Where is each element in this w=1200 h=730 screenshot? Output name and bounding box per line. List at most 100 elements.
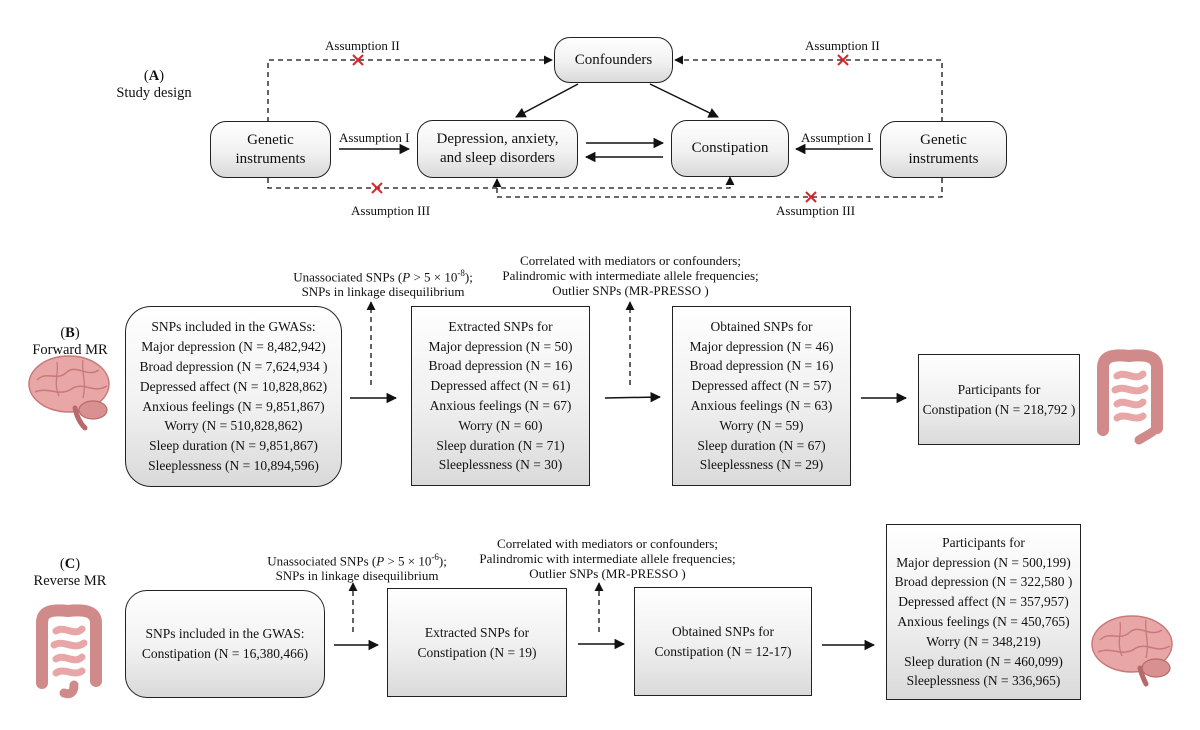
confounders-to-exposure-arrow <box>515 83 579 118</box>
c-filter1-line2: SNPs in linkage disequilibrium <box>275 568 439 584</box>
c-participants-list: Participants for Major depression (N = 5… <box>895 533 1073 691</box>
b-obtained-box: Obtained SNPs for Major depression (N = … <box>672 306 851 486</box>
b-exclusion-note-1: Unassociated SNPs (P > 5 × 10-8); SNPs i… <box>283 266 483 299</box>
b-filter2-line3: Outlier SNPs (MR-PRESSO ) <box>552 283 709 298</box>
brain-icon <box>28 355 110 431</box>
genetic-left-line-1: Genetic <box>247 131 294 148</box>
assumption3-left-label: Assumption III <box>351 203 431 218</box>
assumption1-left-label: Assumption I <box>339 130 410 145</box>
c-participants-line: Broad depression (N = 322,580 ) <box>894 574 1073 590</box>
b-filter2-line1: Correlated with mediators or confounders… <box>520 253 741 268</box>
b-extracted-line: Major depression (N = 50) <box>428 338 573 354</box>
c-participants-line: Participants for <box>942 534 1025 550</box>
confounders-to-outcome-arrow <box>649 83 719 118</box>
b-obtained-line: Broad depression (N = 16) <box>689 358 834 374</box>
b-obtained-line: Depressed affect (N = 57) <box>691 378 832 394</box>
genetic-right-text: Genetic instruments <box>909 131 979 169</box>
assumption2-left-path <box>267 55 553 122</box>
panel-c-heading: (C) Reverse MR <box>30 556 110 590</box>
genetic-instruments-right-box: Genetic instruments <box>880 121 1007 178</box>
assumption2-right-cross-icon <box>837 54 849 66</box>
b-extracted-line: Broad depression (N = 16) <box>428 358 573 374</box>
assumption2-right-label: Assumption II <box>805 38 880 53</box>
genetic-instruments-left-box: Genetic instruments <box>210 121 331 178</box>
b-extracted-line: Sleep duration (N = 71) <box>436 437 565 453</box>
confounders-label: Confounders <box>574 51 653 68</box>
b-extracted-line: Sleeplessness (N = 30) <box>438 457 563 473</box>
genetic-left-line-2: instruments <box>235 150 306 167</box>
panel-a-label: (A) <box>143 68 165 84</box>
b-obtained-line: Sleeplessness (N = 29) <box>699 457 824 473</box>
b-participants-list: Participants for Constipation (N = 218,7… <box>923 380 1076 420</box>
c-gwas-box: SNPs included in the GWAS: Constipation … <box>125 590 325 698</box>
b-filter2-line2: Palindromic with intermediate allele fre… <box>502 268 759 283</box>
b-gwas-line: Anxious feelings (N = 9,851,867) <box>142 398 325 414</box>
constipation-outcome-box: Constipation <box>671 120 789 177</box>
b-extracted-line: Worry (N = 60) <box>458 417 543 433</box>
c-filter1-line1: Unassociated SNPs (P > 5 × 10-6); <box>267 552 447 569</box>
b-obtained-line: Major depression (N = 46) <box>689 338 834 354</box>
b-arrow-2 <box>604 391 662 403</box>
panel-b-label: (B) <box>60 325 80 341</box>
b-gwas-line: Broad depression (N = 7,624,934 ) <box>139 358 328 374</box>
assumption3-right-cross-icon <box>805 191 817 203</box>
assumption2-right-path <box>674 55 943 122</box>
c-participants-line: Anxious feelings (N = 450,765) <box>897 614 1070 629</box>
b-obtained-line: Sleep duration (N = 67) <box>697 437 826 453</box>
exposure-text: Depression, anxiety, and sleep disorders <box>437 130 559 168</box>
panel-c-label: (C) <box>59 556 81 572</box>
c-filter2-line1: Correlated with mediators or confounders… <box>497 536 718 551</box>
c-participants-line: Sleep duration (N = 460,099) <box>904 653 1063 669</box>
b-obtained-line: Anxious feelings (N = 63) <box>690 398 833 413</box>
c-extracted-list: Extracted SNPs for Constipation (N = 19) <box>418 623 537 663</box>
assumption2-left-cross-icon <box>352 54 364 66</box>
b-extracted-box: Extracted SNPs for Major depression (N =… <box>411 306 590 486</box>
b-extracted-line: Anxious feelings (N = 67) <box>429 398 572 413</box>
b-obtained-list: Obtained SNPs for Major depression (N = … <box>689 317 833 475</box>
exposure-line-1: Depression, anxiety, <box>436 131 559 147</box>
outcome-label: Constipation <box>691 140 769 156</box>
panel-c-title: Reverse MR <box>33 573 107 589</box>
brain-icon-reverse <box>1091 615 1173 687</box>
b-filter1-line2: SNPs in linkage disequilibrium <box>301 284 465 300</box>
b-gwas-line: Depressed affect (N = 10,828,862) <box>139 378 328 394</box>
b-participants-line: Constipation (N = 218,792 ) <box>922 401 1076 417</box>
b-obtained-line: Worry (N = 59) <box>719 417 804 433</box>
b-gwas-line: Sleep duration (N = 9,851,867) <box>149 438 318 454</box>
c-obtained-line: Obtained SNPs for <box>671 623 774 639</box>
panel-a-title: Study design <box>116 85 192 101</box>
c-filter2-line2: Palindromic with intermediate allele fre… <box>479 551 736 566</box>
assumption3-right-path <box>492 178 943 198</box>
assumption3-left-path <box>267 176 735 189</box>
assumption3-right-label: Assumption III <box>776 203 856 218</box>
b-gwas-line: Sleeplessness (N = 10,894,596) <box>148 457 319 473</box>
c-participants-line: Major depression (N = 500,199) <box>896 554 1071 570</box>
confounders-box: Confounders <box>554 37 673 83</box>
genetic-left-text: Genetic instruments <box>236 131 306 169</box>
c-exclusion-note-2: Correlated with mediators or confounders… <box>470 536 745 581</box>
intestine-icon <box>1097 349 1163 445</box>
c-participants-line: Sleeplessness (N = 336,965) <box>906 673 1061 689</box>
b-gwas-line: Worry (N = 510,828,862) <box>164 418 303 434</box>
c-obtained-box: Obtained SNPs for Constipation (N = 12-1… <box>634 587 812 696</box>
c-exclusion-note-1: Unassociated SNPs (P > 5 × 10-6); SNPs i… <box>262 550 452 583</box>
panel-b-heading: (B) Forward MR <box>30 325 110 359</box>
c-gwas-list: SNPs included in the GWAS: Constipation … <box>142 624 308 664</box>
exposure-line-2: and sleep disorders <box>440 150 555 166</box>
b-filter1-line1: Unassociated SNPs (P > 5 × 10-8); <box>293 268 473 285</box>
genetic-right-line-2: instruments <box>908 150 979 167</box>
genetic-right-line-1: Genetic <box>920 131 967 148</box>
b-extracted-line: Depressed affect (N = 61) <box>430 378 571 394</box>
b-extracted-list: Extracted SNPs for Major depression (N =… <box>428 317 572 475</box>
b-gwas-box: SNPs included in the GWASs: Major depres… <box>125 306 342 487</box>
c-extracted-box: Extracted SNPs for Constipation (N = 19) <box>387 588 567 697</box>
c-participants-line: Depressed affect (N = 357,957) <box>898 594 1069 610</box>
assumption2-left-label: Assumption II <box>325 38 400 53</box>
intestine-icon-reverse <box>36 604 102 699</box>
c-gwas-line: Constipation (N = 16,380,466) <box>141 646 309 661</box>
panel-b-title: Forward MR <box>32 342 108 358</box>
c-gwas-line: SNPs included in the GWAS: <box>145 626 305 642</box>
b-extracted-line: Extracted SNPs for <box>448 318 553 334</box>
